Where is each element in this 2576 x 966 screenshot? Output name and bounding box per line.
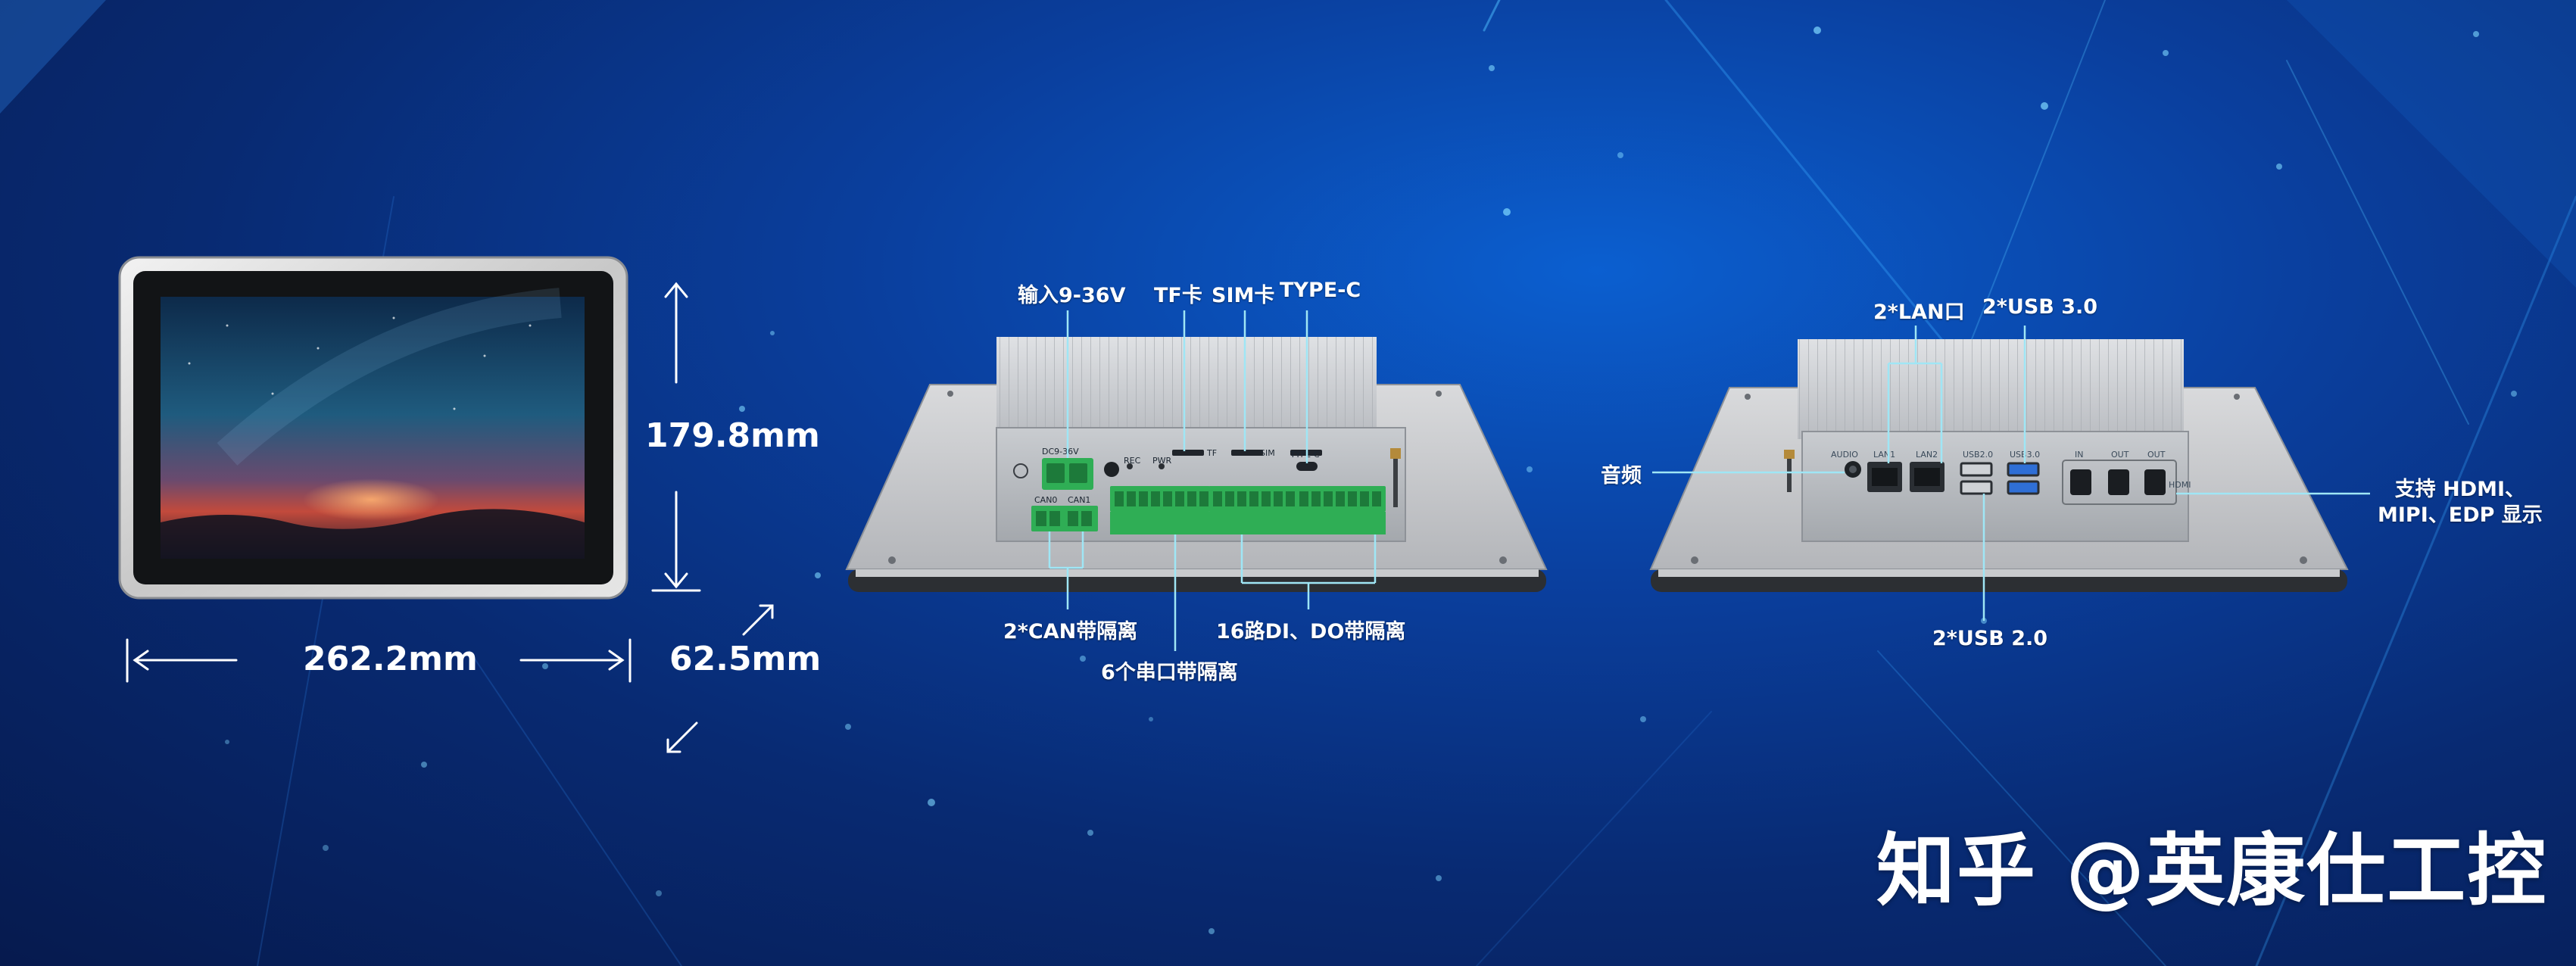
typec-label: TYPE-C <box>1280 279 1361 302</box>
lan2-silkscreen: LAN2 <box>1916 450 1938 460</box>
serial-label: 6个串口带隔离 <box>1101 661 1238 684</box>
audio-silkscreen: AUDIO <box>1831 450 1858 460</box>
pwr-silkscreen: PWR <box>1152 456 1172 466</box>
lan1-silkscreen: LAN1 <box>1873 450 1895 460</box>
bottom-io-view-device <box>845 337 1548 592</box>
front-view-device <box>118 256 628 600</box>
tf-card-label: TF卡 <box>1154 284 1202 307</box>
dc-silkscreen: DC9-36V <box>1042 447 1079 457</box>
usb3-label: 2*USB 3.0 <box>1982 295 2098 319</box>
can0-silkscreen: CAN0 <box>1034 495 1057 505</box>
side-io-silkscreen: AUDIO LAN1 LAN2 USB2.0 USB3.0 IN OUT OUT… <box>1831 450 2191 490</box>
dimension-arrows <box>126 282 774 753</box>
lan-label: 2*LAN口 <box>1873 301 1965 324</box>
audio-label: 音频 <box>1601 464 1642 488</box>
depth-dimension-label: 62.5mm <box>669 640 822 678</box>
zhihu-watermark: 知乎 @英康仕工控 <box>1876 824 2548 917</box>
out2-silkscreen: OUT <box>2147 450 2166 460</box>
out1-silkscreen: OUT <box>2111 450 2129 460</box>
width-dimension-label: 262.2mm <box>303 640 478 678</box>
particles <box>225 26 2517 934</box>
can-label: 2*CAN带隔离 <box>1003 620 1138 643</box>
display-support-label: 支持 HDMI、 MIPI、EDP 显示 <box>2378 478 2543 527</box>
usb2-label: 2*USB 2.0 <box>1932 627 2048 650</box>
sim-silkscreen: SIM <box>1260 448 1275 458</box>
side-io-callout-lines <box>1652 326 2370 621</box>
bottom-io-callout-lines <box>1048 310 1377 651</box>
can1-silkscreen: CAN1 <box>1068 495 1090 505</box>
rec-silkscreen: REC <box>1124 456 1141 466</box>
height-dimension-label: 179.8mm <box>645 416 820 455</box>
sim-card-label: SIM卡 <box>1212 284 1275 307</box>
power-input-label: 输入9-36V <box>1018 284 1126 307</box>
bottom-io-silkscreen: DC9-36V REC PWR TF SIM TYPE-C CAN0 CAN1 <box>1034 447 1320 505</box>
typec-silkscreen: TYPE-C <box>1290 450 1320 460</box>
dido-label: 16路DI、DO带隔离 <box>1216 620 1406 643</box>
in-silkscreen: IN <box>2075 450 2083 460</box>
tf-silkscreen: TF <box>1206 448 1217 458</box>
usb2-silkscreen: USB2.0 <box>1963 450 1993 460</box>
hdmi-silkscreen: HDMI <box>2169 480 2191 490</box>
side-io-view-device <box>1649 339 2349 592</box>
